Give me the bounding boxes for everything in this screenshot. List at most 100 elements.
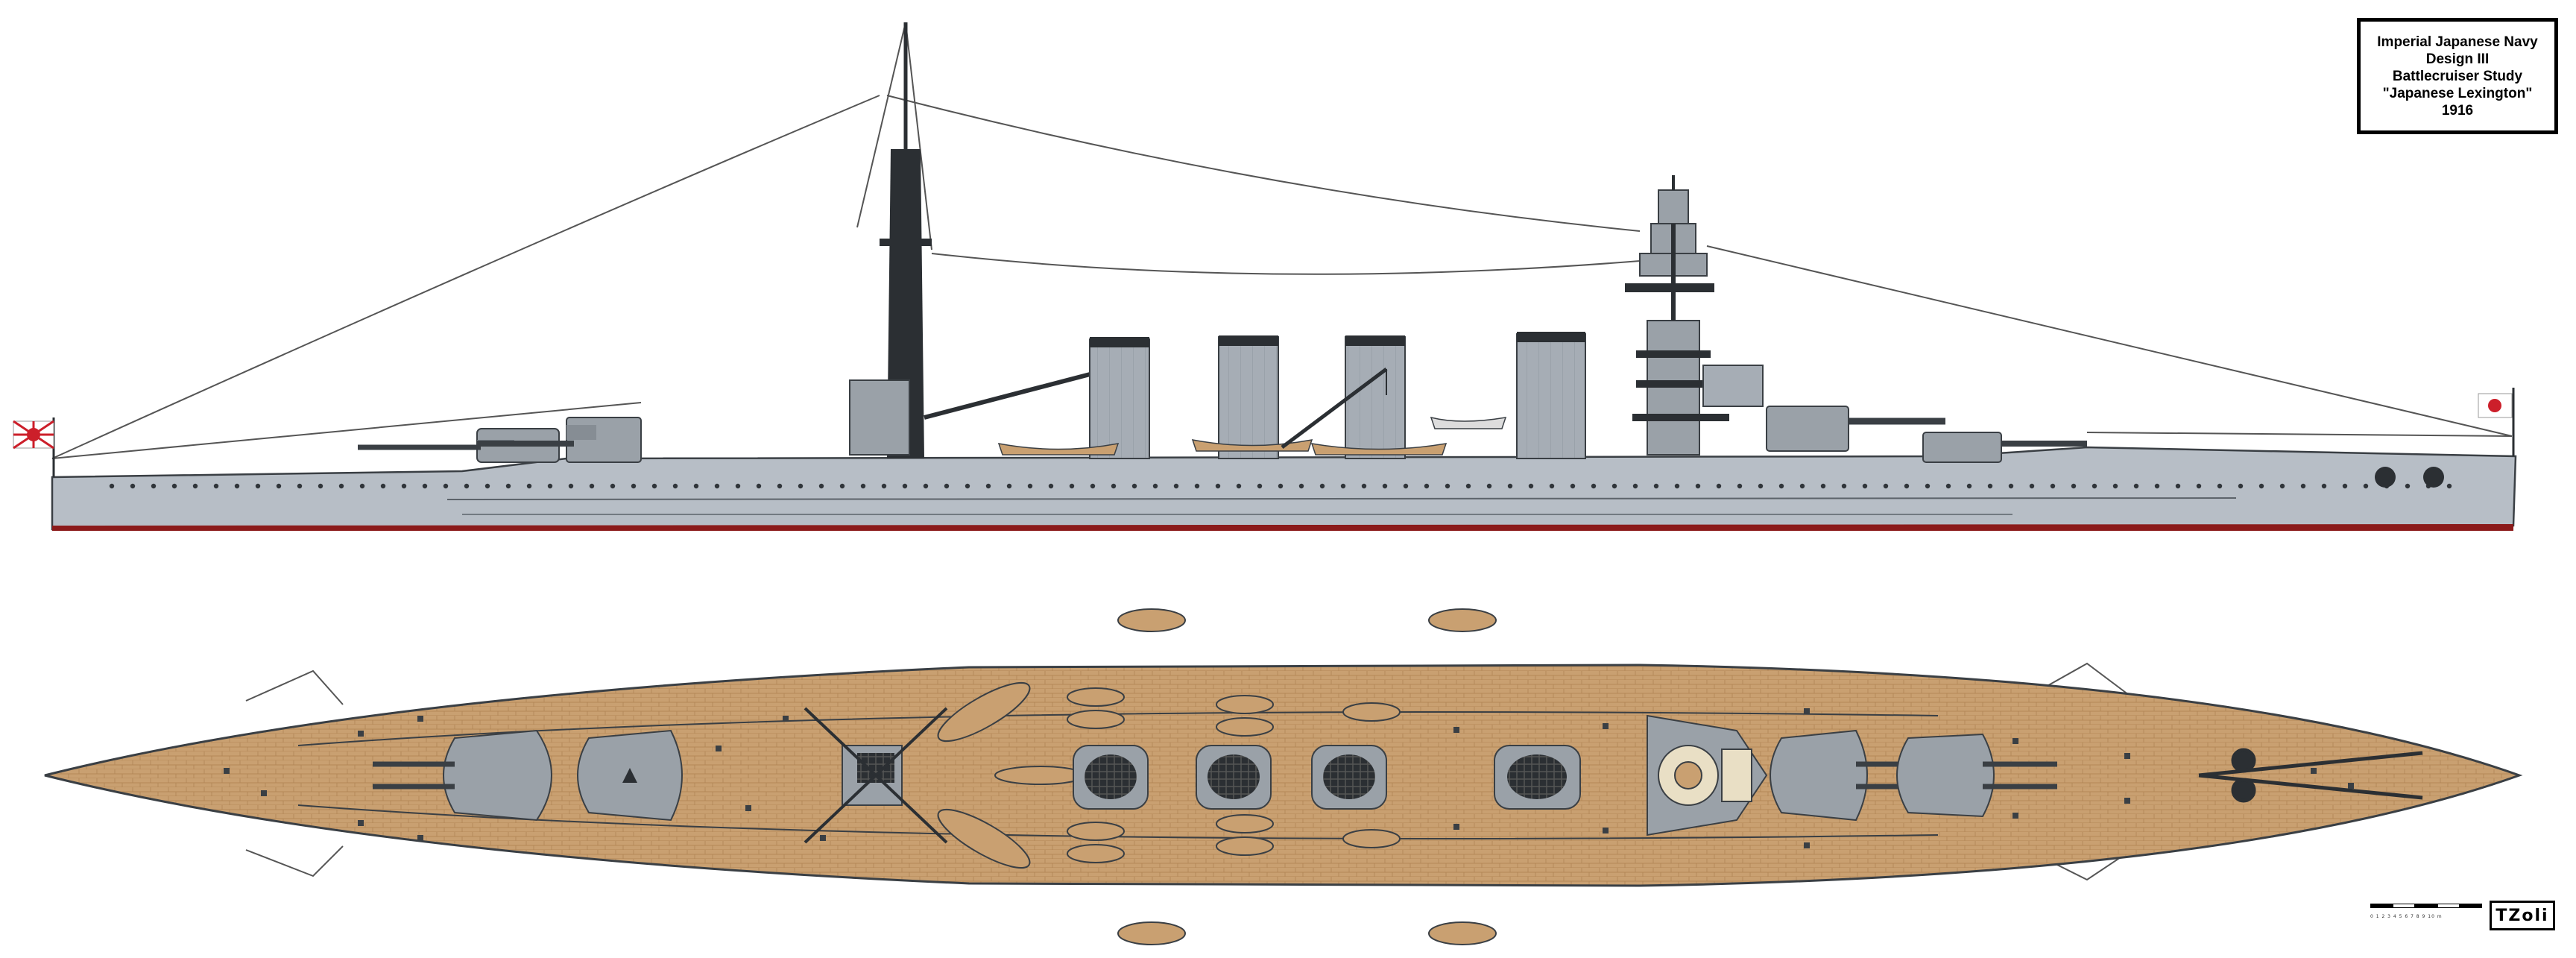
porthole (777, 483, 783, 489)
porthole (610, 483, 616, 489)
bridge-plan (1647, 714, 1768, 836)
porthole (1591, 483, 1597, 489)
porthole (2321, 483, 2327, 489)
porthole (944, 483, 950, 489)
porthole (1611, 483, 1617, 489)
funnels (1089, 332, 1586, 459)
artist-signature: TZoli (2490, 901, 2555, 930)
porthole (1173, 483, 1179, 489)
title-design: Design III (2425, 51, 2490, 67)
porthole (1758, 483, 1764, 489)
porthole (1945, 483, 1951, 489)
porthole (1048, 483, 1054, 489)
anchor-gear-plan (2198, 748, 2423, 803)
deck-fitting (224, 768, 230, 774)
boats-side (997, 368, 1507, 456)
porthole (923, 483, 929, 489)
aft-turrets (358, 417, 642, 463)
plan-view (44, 608, 2523, 945)
porthole (1966, 483, 1972, 489)
deck-fitting (820, 835, 826, 841)
side-profile (13, 22, 2517, 531)
funnels-plan (1073, 745, 1581, 810)
porthole (2196, 483, 2202, 489)
porthole (1236, 483, 1242, 489)
deck-fittings (224, 708, 2354, 848)
deck-fitting (358, 820, 364, 826)
deck-fitting (1453, 727, 1459, 733)
porthole (735, 483, 741, 489)
porthole (1904, 483, 1910, 489)
porthole (2446, 483, 2452, 489)
porthole (1006, 483, 1012, 489)
porthole (1820, 483, 1826, 489)
porthole (1298, 483, 1304, 489)
porthole (359, 483, 365, 489)
porthole (1716, 483, 1722, 489)
porthole (1883, 483, 1889, 489)
porthole (714, 483, 720, 489)
porthole (1382, 483, 1388, 489)
deck-plan (44, 664, 2523, 887)
deck-boats (937, 681, 1401, 869)
porthole (171, 483, 177, 489)
deck-fitting (716, 746, 722, 751)
porthole (422, 483, 428, 489)
porthole (192, 483, 198, 489)
deck-fitting (2311, 768, 2317, 774)
porthole (818, 483, 824, 489)
porthole (547, 483, 553, 489)
porthole (1152, 483, 1158, 489)
porthole (484, 483, 490, 489)
porthole (338, 483, 344, 489)
title-navy: Imperial Japanese Navy (2377, 34, 2538, 50)
porthole (1507, 483, 1513, 489)
porthole (276, 483, 282, 489)
porthole (568, 483, 574, 489)
porthole (2133, 483, 2139, 489)
main-mast (849, 22, 1096, 458)
sea-boats-plan (1117, 608, 1497, 945)
porthole (109, 483, 115, 489)
porthole (1674, 483, 1680, 489)
porthole (672, 483, 678, 489)
porthole (2175, 483, 2181, 489)
deck-fitting (1603, 828, 1609, 833)
deck-fitting (1453, 824, 1459, 830)
porthole (526, 483, 532, 489)
porthole (1465, 483, 1471, 489)
porthole (2279, 483, 2285, 489)
porthole (1925, 483, 1931, 489)
porthole (756, 483, 762, 489)
porthole (213, 483, 219, 489)
porthole (1778, 483, 1784, 489)
porthole (1549, 483, 1555, 489)
hull-side (51, 446, 2517, 531)
porthole (798, 483, 804, 489)
porthole (2300, 483, 2306, 489)
deck-fitting (2348, 783, 2354, 789)
mainmast-plan (804, 707, 948, 844)
rigging-lines (51, 22, 2513, 459)
porthole (589, 483, 595, 489)
porthole (2217, 483, 2223, 489)
porthole (1424, 483, 1430, 489)
aft-turrets-plan (373, 729, 683, 822)
porthole (318, 483, 323, 489)
porthole (1987, 483, 1993, 489)
porthole (1090, 483, 1096, 489)
porthole (1194, 483, 1200, 489)
porthole (902, 483, 908, 489)
porthole (1695, 483, 1701, 489)
scale-segments (2370, 904, 2482, 910)
portholes (109, 483, 2452, 489)
deck-fitting (2012, 813, 2018, 819)
porthole (2363, 483, 2369, 489)
title-block: Imperial Japanese Navy Design III Battle… (2357, 18, 2558, 134)
porthole (1131, 483, 1137, 489)
porthole (1632, 483, 1638, 489)
porthole (297, 483, 303, 489)
porthole (985, 483, 991, 489)
title-nickname: "Japanese Lexington" (2382, 85, 2533, 101)
